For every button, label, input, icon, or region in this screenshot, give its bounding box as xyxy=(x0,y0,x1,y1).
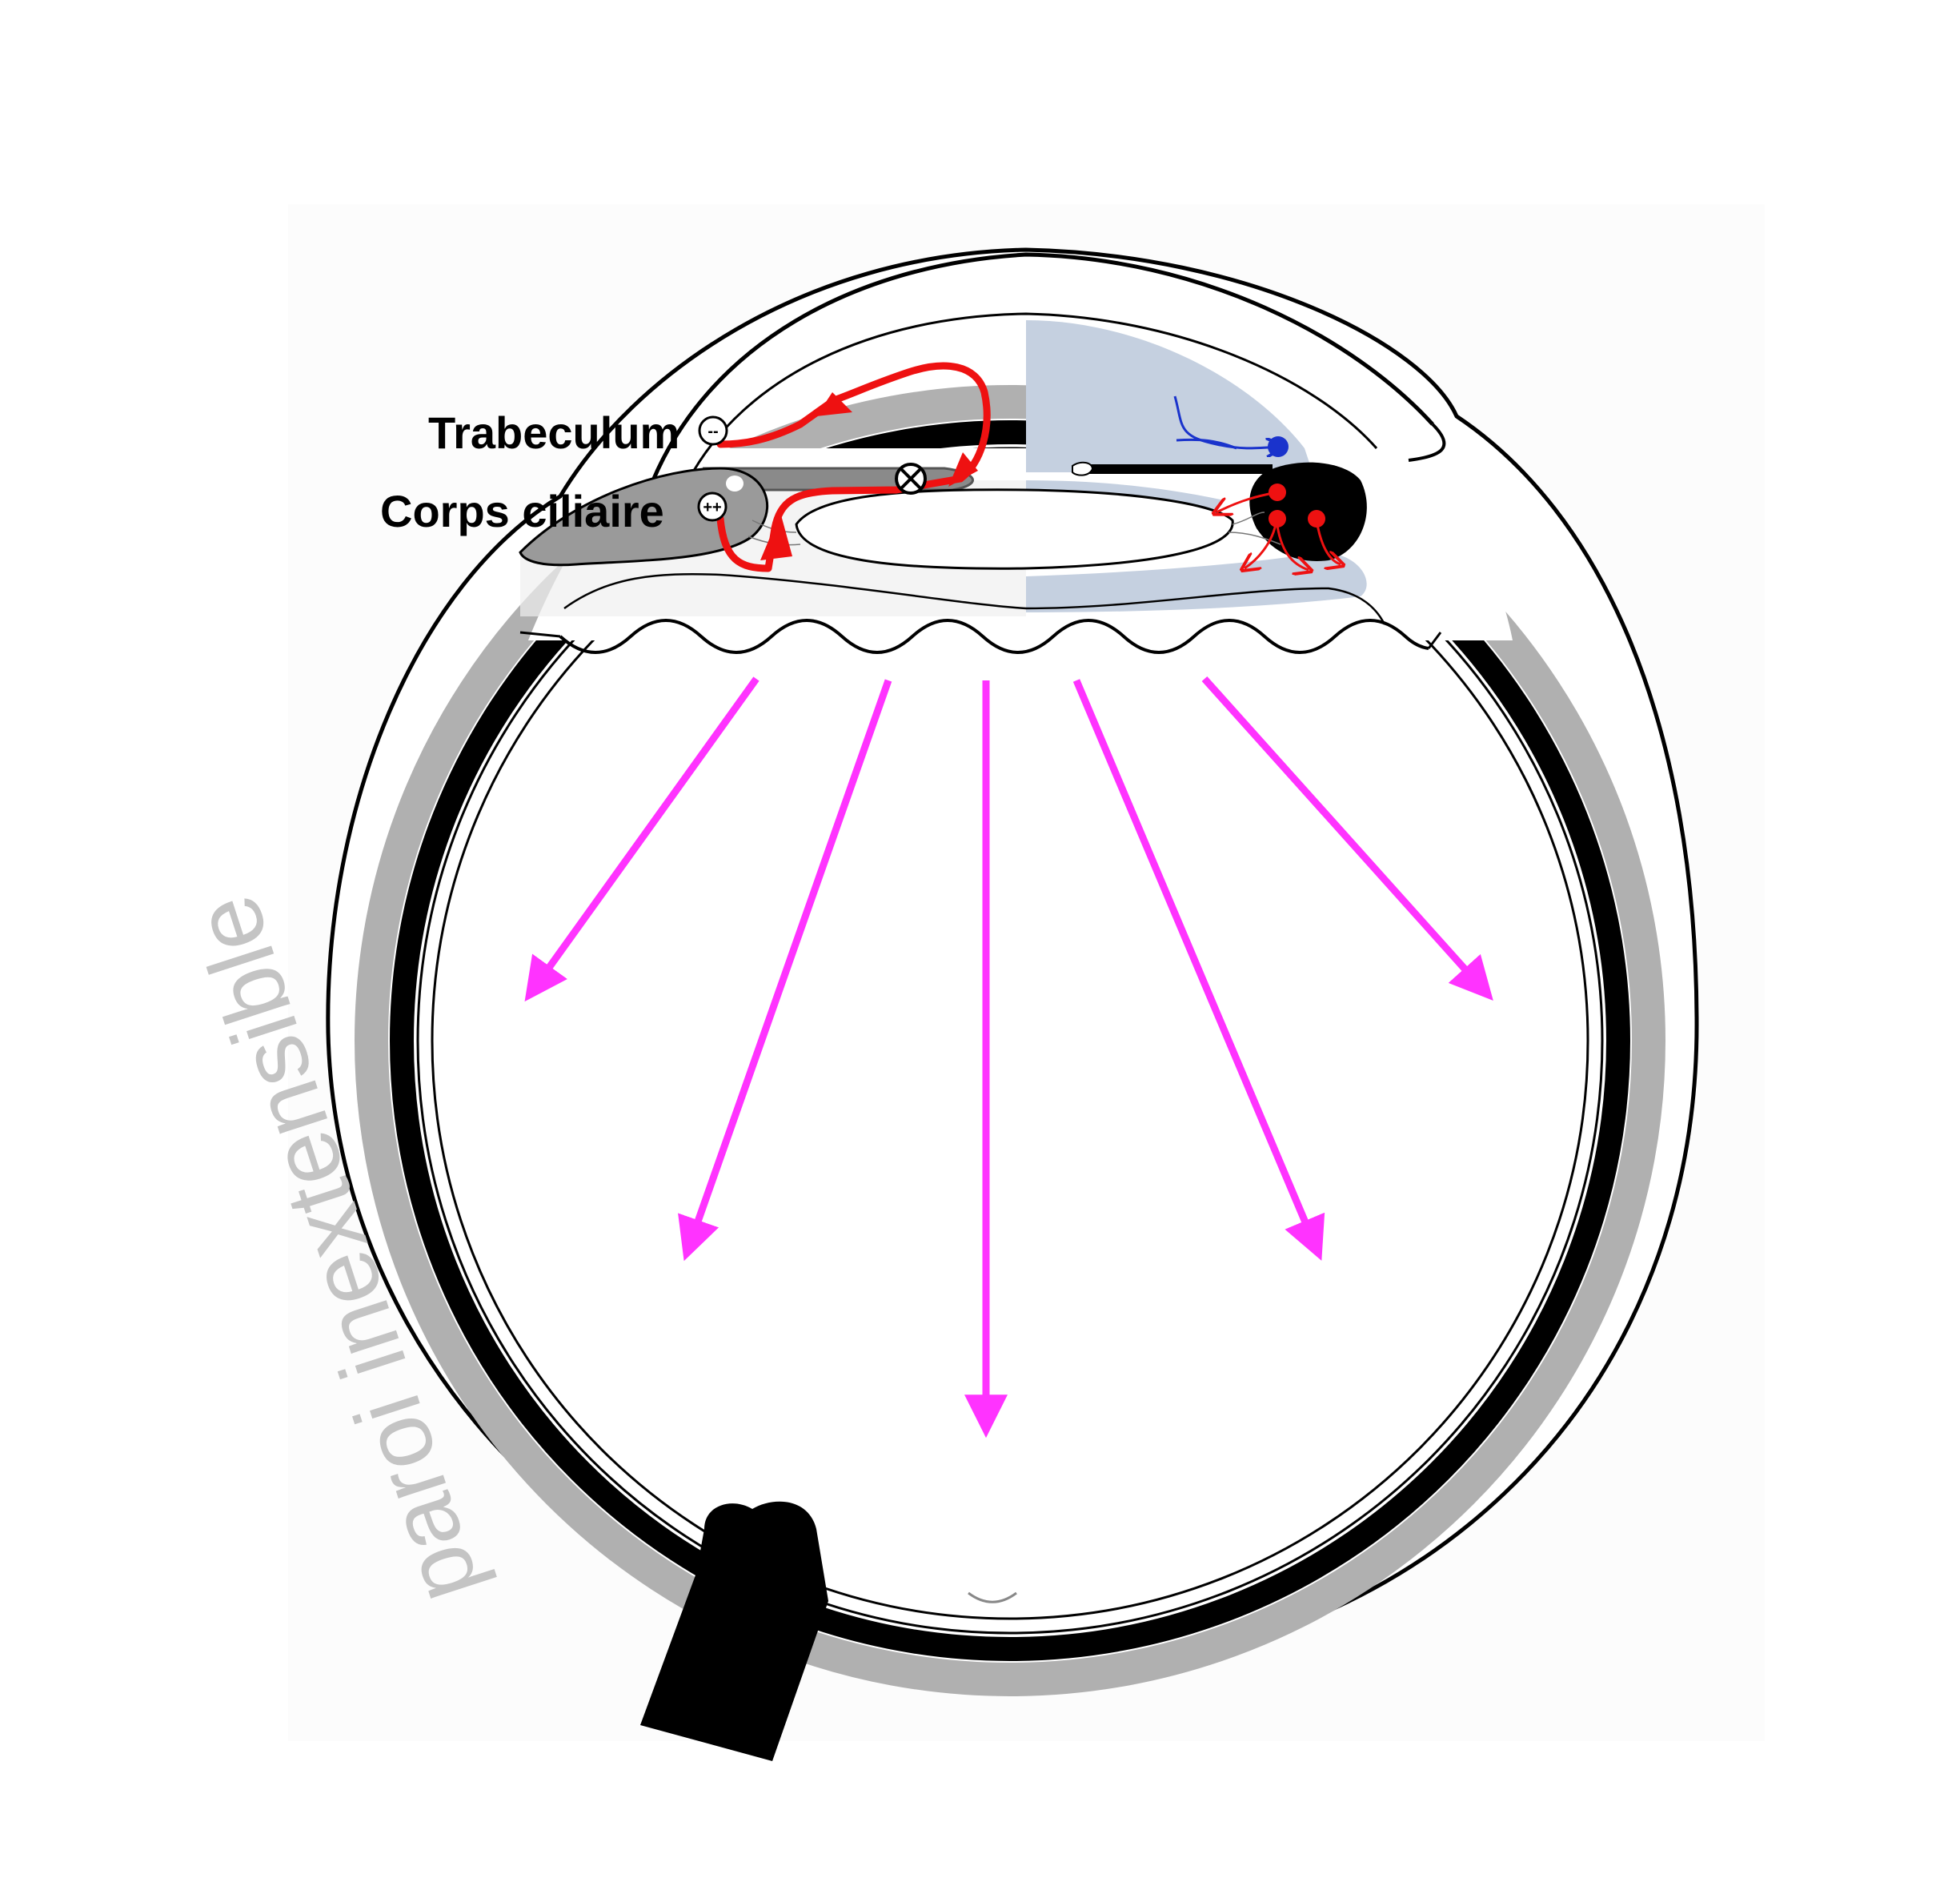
vitreous-wavy-surface xyxy=(559,618,1429,655)
trabeculum-label: Trabeculum xyxy=(428,407,679,458)
iris-right xyxy=(1072,461,1273,476)
pressure-arrow xyxy=(1072,679,1325,1261)
secretion-right xyxy=(1216,484,1341,570)
plus-sign-icon: ++ xyxy=(697,492,727,522)
choroid-layer xyxy=(390,420,1630,1661)
pressure-arrows xyxy=(524,676,1493,1439)
minus-sign-icon: -- xyxy=(698,415,728,446)
svg-text:--: -- xyxy=(707,423,718,440)
outflow-vessel xyxy=(1173,395,1289,457)
optic-nerve xyxy=(640,1501,1017,1761)
pressure-arrow xyxy=(1201,676,1493,1001)
sclera-gray-layer xyxy=(355,385,1665,1696)
posterior-chamber-aqueous xyxy=(1026,552,1367,612)
pressure-arrow xyxy=(524,676,760,1002)
flow-arrowheads xyxy=(760,392,978,560)
cornea xyxy=(646,252,1446,493)
svg-text:++: ++ xyxy=(703,499,721,516)
ciliary-body-label: Corps ciliaire xyxy=(380,486,664,536)
hyaloid-line xyxy=(563,573,1386,625)
lens xyxy=(795,488,1234,570)
anterior-chamber-aqueous xyxy=(1026,320,1313,472)
ciliary-body-left xyxy=(519,467,768,567)
pressure-arrow xyxy=(678,679,892,1262)
circle-x-icon xyxy=(895,463,927,495)
